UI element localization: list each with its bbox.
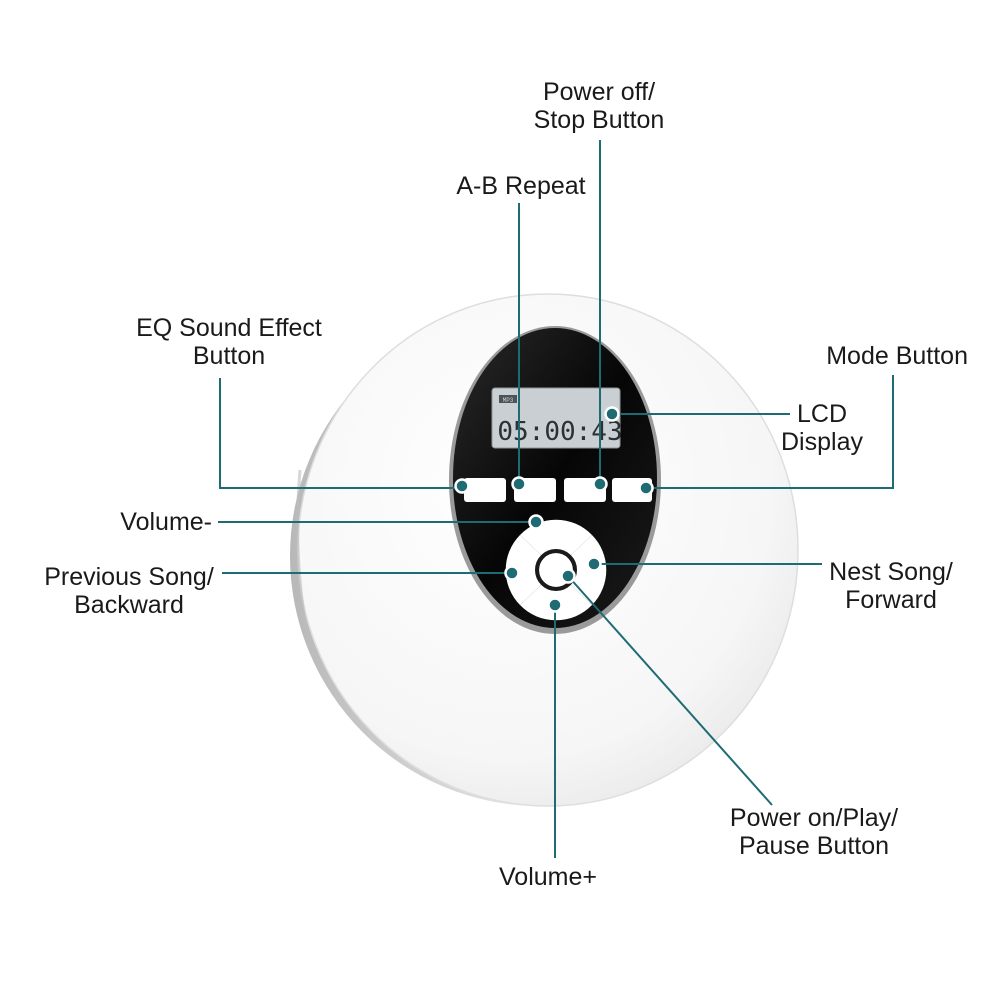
callout-line-mode [646,375,894,489]
label-mode: Mode Button [826,342,968,370]
previous-song-button[interactable] [505,535,542,605]
label-power-on: Power on/Play/ Pause Button [729,804,899,860]
label-previous: Previous Song/ Backward [44,563,214,619]
callout-line-eq [219,378,462,489]
dot-previous [504,565,520,581]
label-volume-plus: Volume+ [499,863,597,891]
eq-button[interactable] [464,478,506,502]
lcd-badge: MP3 [503,397,514,404]
dot-next [586,556,602,572]
dot-volume-minus [528,514,544,530]
dot-ab-repeat [511,476,527,492]
label-volume-minus: Volume- [120,508,212,536]
callout-line-power-on [567,575,773,806]
dot-eq [454,478,470,494]
lcd-screen: MP3 05:00:43 [491,387,623,449]
label-lcd-display: LCD Display [781,400,863,456]
dot-power-on [560,568,576,584]
dot-mode [638,480,654,496]
callout-lines [218,140,894,858]
dot-volume-plus [547,597,563,613]
label-eq: EQ Sound Effect Button [136,314,322,370]
dot-lcd [604,406,620,422]
dot-power-off [592,476,608,492]
lcd-time: 05:00:43 [497,417,622,447]
label-power-off: Power off/ Stop Button [533,78,665,134]
callout-dots [454,406,654,613]
label-ab-repeat: A-B Repeat [456,172,586,200]
label-next: Nest Song/ Forward [829,558,953,614]
